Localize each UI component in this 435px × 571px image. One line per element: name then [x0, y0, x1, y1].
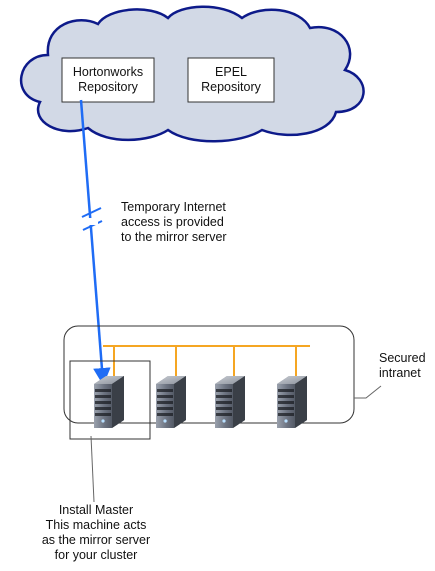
install-master-line-3: as the mirror server	[41, 533, 151, 547]
hortonworks-line-1: Hortonworks	[72, 65, 144, 79]
hortonworks-line-2: Repository	[78, 80, 138, 94]
secured-line-1: Secured	[379, 351, 426, 365]
server-icon-install-master	[94, 376, 124, 428]
install-master-callout-line	[90, 435, 95, 503]
install-master-line-1: Install Master	[58, 503, 134, 517]
epel-line-2: Repository	[201, 80, 261, 94]
internet-access-line-2: access is provided	[121, 215, 224, 229]
epel-line-1: EPEL	[215, 65, 247, 79]
server-icon-2	[156, 376, 186, 428]
link-break-icon	[81, 207, 102, 218]
install-master-box	[69, 360, 151, 440]
hortonworks-repository-box	[61, 57, 155, 103]
install-master-annotation: Install Master This machine acts as the …	[40, 503, 152, 563]
epel-repository-box	[187, 57, 275, 103]
hortonworks-repository-label: Hortonworks Repository	[62, 65, 154, 95]
secured-intranet-boundary	[63, 325, 355, 424]
secured-intranet-annotation: Secured intranet	[379, 351, 426, 381]
network-bus	[103, 345, 310, 378]
server-icon-3	[215, 376, 245, 428]
install-master-line-4: for your cluster	[54, 548, 138, 562]
server-icon-4	[277, 376, 307, 428]
internet-link-line	[79, 99, 111, 386]
install-master-line-2: This machine acts	[45, 518, 147, 532]
internet-access-line-3: to the mirror server	[121, 230, 227, 244]
internet-access-annotation: Temporary Internet access is provided to…	[121, 200, 227, 245]
internet-access-line-1: Temporary Internet	[121, 200, 226, 214]
secured-line-2: intranet	[379, 366, 421, 380]
link-break-icon-2	[82, 220, 103, 231]
secured-callout-line	[354, 385, 382, 399]
epel-repository-label: EPEL Repository	[188, 65, 274, 95]
